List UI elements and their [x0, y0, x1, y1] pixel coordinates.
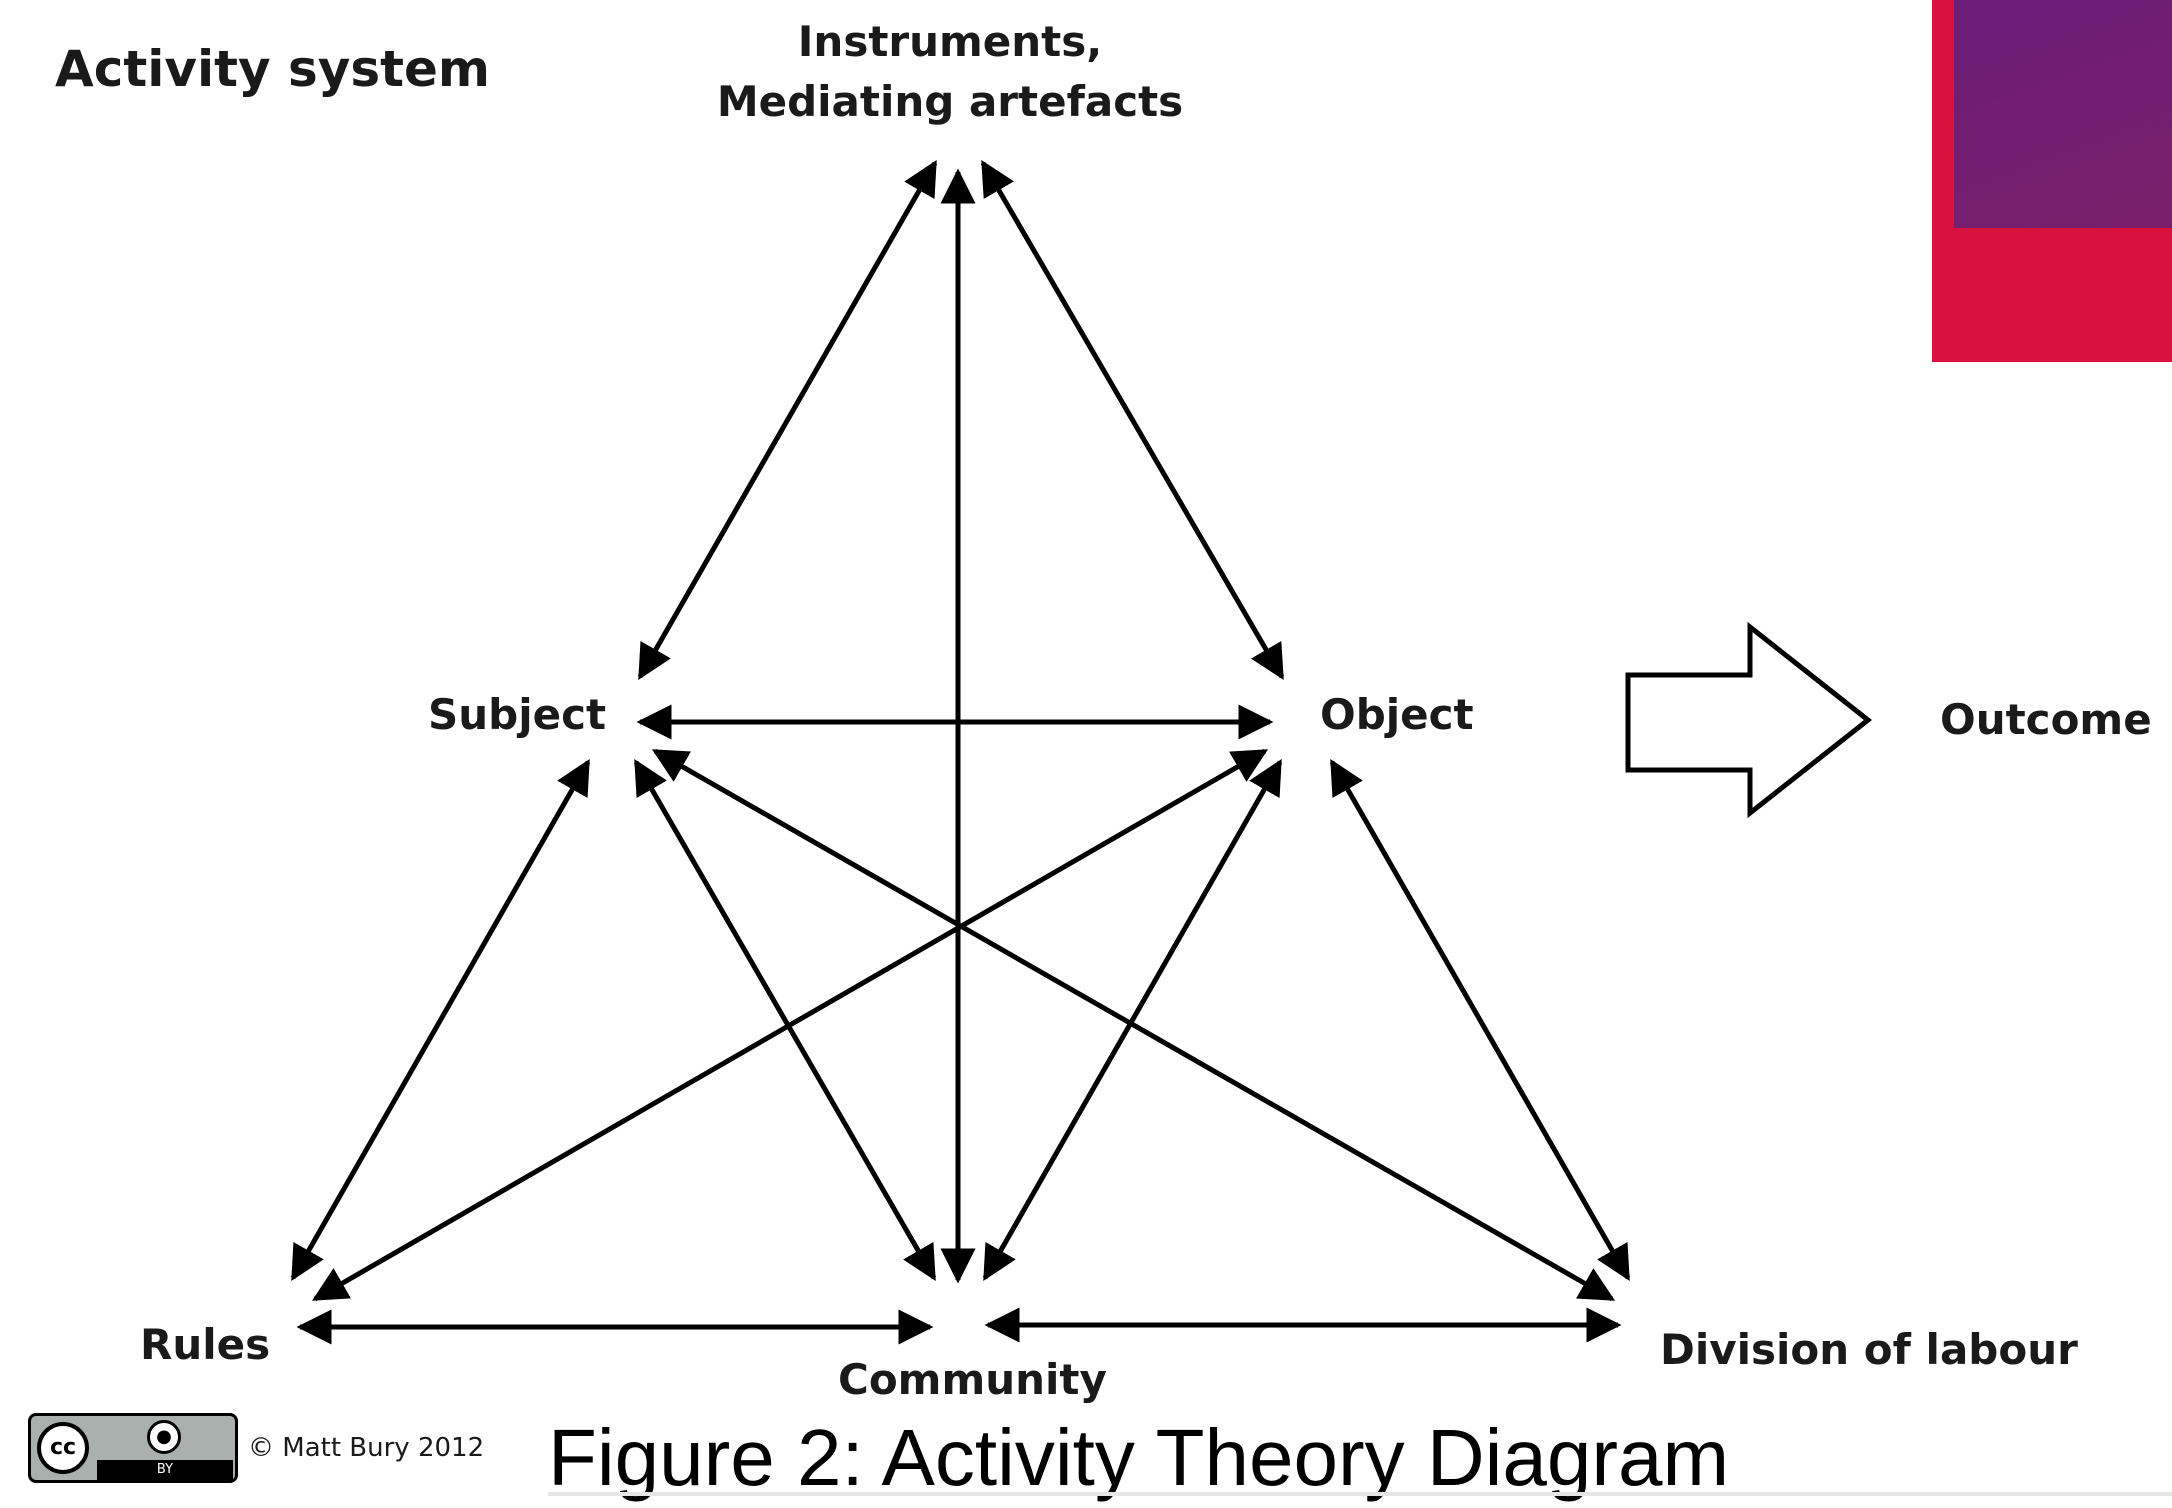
arrow-instruments-object	[980, 159, 1285, 681]
node-rules: Rules	[140, 1320, 271, 1369]
corner-decoration-inner	[1954, 0, 2172, 228]
arrow-object-rules	[311, 748, 1269, 1302]
cc-by-license-badge[interactable]: cc ● BY	[28, 1412, 238, 1483]
arrow-object-division	[1329, 758, 1631, 1282]
node-outcome: Outcome	[1940, 695, 2152, 744]
node-division-of-labour: Division of labour	[1660, 1325, 2078, 1374]
corner-decoration	[1932, 0, 2172, 362]
node-subject: Subject	[428, 690, 607, 739]
arrow-subject-community	[633, 758, 937, 1282]
by-label: BY	[97, 1459, 233, 1480]
arrow-instruments-subject	[637, 159, 938, 681]
diagram-heading: Activity system	[55, 40, 491, 98]
person-icon: ●	[147, 1419, 181, 1454]
arrow-subject-division	[651, 748, 1616, 1302]
node-object: Object	[1320, 690, 1474, 739]
divider	[548, 1492, 2172, 1496]
node-community: Community	[838, 1355, 1107, 1404]
outcome-block-arrow	[1625, 621, 1873, 819]
arrow-object-community	[982, 758, 1283, 1282]
arrow-subject-rules	[290, 758, 591, 1282]
footer: cc ● BY © Matt Bury 2012	[28, 1410, 484, 1485]
figure-caption: Figure 2: Activity Theory Diagram	[548, 1413, 1730, 1502]
copyright-text: © Matt Bury 2012	[248, 1432, 485, 1463]
cc-icon: cc	[37, 1421, 89, 1474]
node-instruments: Instruments, Mediating artefacts	[716, 17, 1184, 126]
